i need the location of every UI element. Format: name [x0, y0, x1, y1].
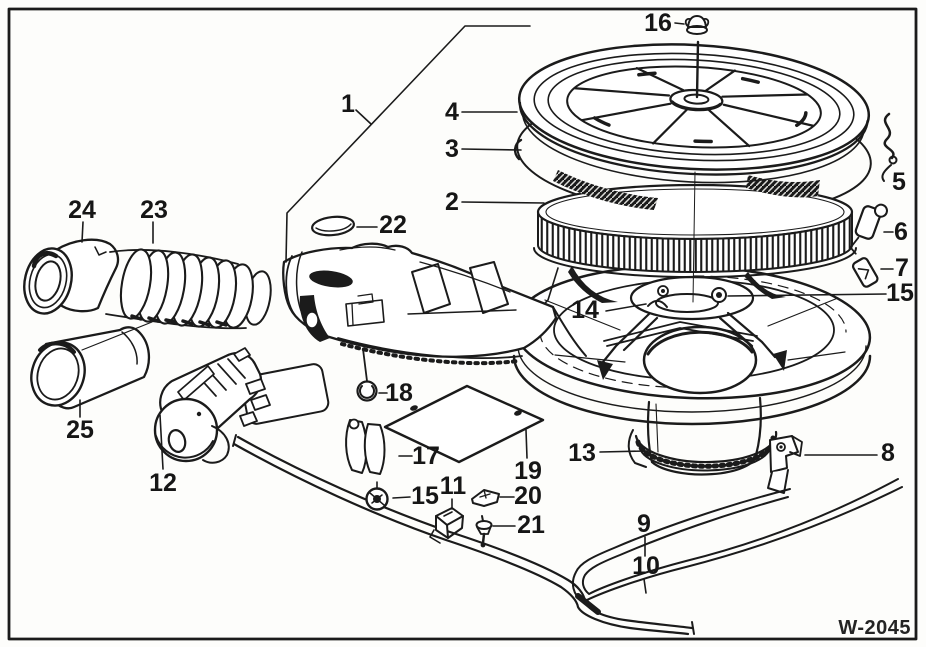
snorkel-inlet-shadow	[309, 270, 353, 288]
callout-11: 11	[440, 472, 467, 500]
part-control-valve	[153, 347, 330, 464]
callout-17: 17	[412, 442, 440, 470]
leader-lines	[79, 22, 894, 594]
part-hold-down-spider	[597, 275, 787, 380]
leader-24	[81, 221, 84, 243]
callout-10: 10	[632, 552, 660, 580]
part-clip-11	[429, 507, 464, 544]
part-support-bracket	[767, 435, 803, 494]
callout-24: 24	[68, 196, 96, 224]
part-spring-clip	[881, 112, 898, 182]
callout-14: 14	[571, 296, 599, 324]
callout-25: 25	[66, 416, 94, 444]
callout-12: 12	[149, 469, 177, 497]
callout-18: 18	[385, 379, 413, 407]
part-clip-20	[471, 489, 500, 507]
leader-1	[285, 25, 531, 263]
leader-19	[525, 429, 528, 459]
part-hoses	[232, 434, 903, 636]
callout-21: 21	[517, 511, 545, 539]
part-intake-elbow	[23, 238, 120, 315]
callout-5: 5	[892, 168, 906, 196]
leader-13	[599, 450, 647, 453]
callout-9: 9	[637, 510, 651, 538]
center-stud	[695, 40, 700, 99]
center-line	[692, 171, 696, 303]
snorkel-fin	[411, 263, 451, 314]
filter-mesh-left	[553, 170, 658, 210]
leader-16	[674, 22, 685, 25]
part-heat-shield-ring	[627, 429, 778, 472]
callout-6: 6	[894, 218, 908, 246]
callout-15-bottom: 15	[411, 482, 439, 510]
callout-19: 19	[514, 457, 542, 485]
pan-center-opening	[642, 325, 758, 395]
part-cover-lid	[517, 43, 871, 184]
callout-4: 4	[445, 98, 459, 126]
callout-15-right: 15	[886, 279, 914, 307]
part-corrugated-hose	[105, 248, 272, 330]
part-retainer-clip	[851, 257, 879, 288]
callout-2: 2	[445, 188, 459, 216]
diagram-border	[7, 7, 918, 641]
callout-labels: 1 2 3 4 5 6 7 8 9 10 11 12 13 14 15 15 1…	[66, 9, 914, 580]
leader-15-right	[727, 293, 887, 297]
callout-16: 16	[644, 9, 672, 37]
part-hose-sleeve	[30, 321, 153, 410]
lid-spokes	[573, 67, 815, 148]
callout-7: 7	[895, 254, 909, 282]
part-bracket-17	[345, 418, 386, 475]
callout-13: 13	[568, 439, 596, 467]
callout-8: 8	[881, 439, 895, 467]
callout-23: 23	[140, 196, 168, 224]
part-screw-21	[475, 515, 493, 548]
figure-code: W-2045	[838, 617, 911, 639]
part-vacuum-valve	[849, 203, 888, 255]
snorkel-fin	[469, 261, 509, 314]
shadow-left	[568, 266, 618, 303]
callout-3: 3	[445, 135, 459, 163]
leader-14	[605, 303, 647, 312]
leader-2	[461, 201, 545, 204]
leader-3	[461, 148, 522, 151]
leader-10	[643, 578, 647, 594]
leader-15-bottom	[392, 496, 411, 499]
part-wing-nut	[684, 15, 710, 35]
leader-12	[159, 414, 164, 470]
callout-1: 1	[341, 90, 355, 118]
callout-20: 20	[514, 482, 542, 510]
part-seal-washer-22	[310, 215, 356, 237]
part-nut-15	[365, 481, 389, 511]
part-grommet	[356, 348, 378, 402]
callout-22: 22	[379, 211, 407, 239]
part-gasket-plate	[383, 384, 545, 464]
leader-1-spur	[355, 109, 372, 125]
